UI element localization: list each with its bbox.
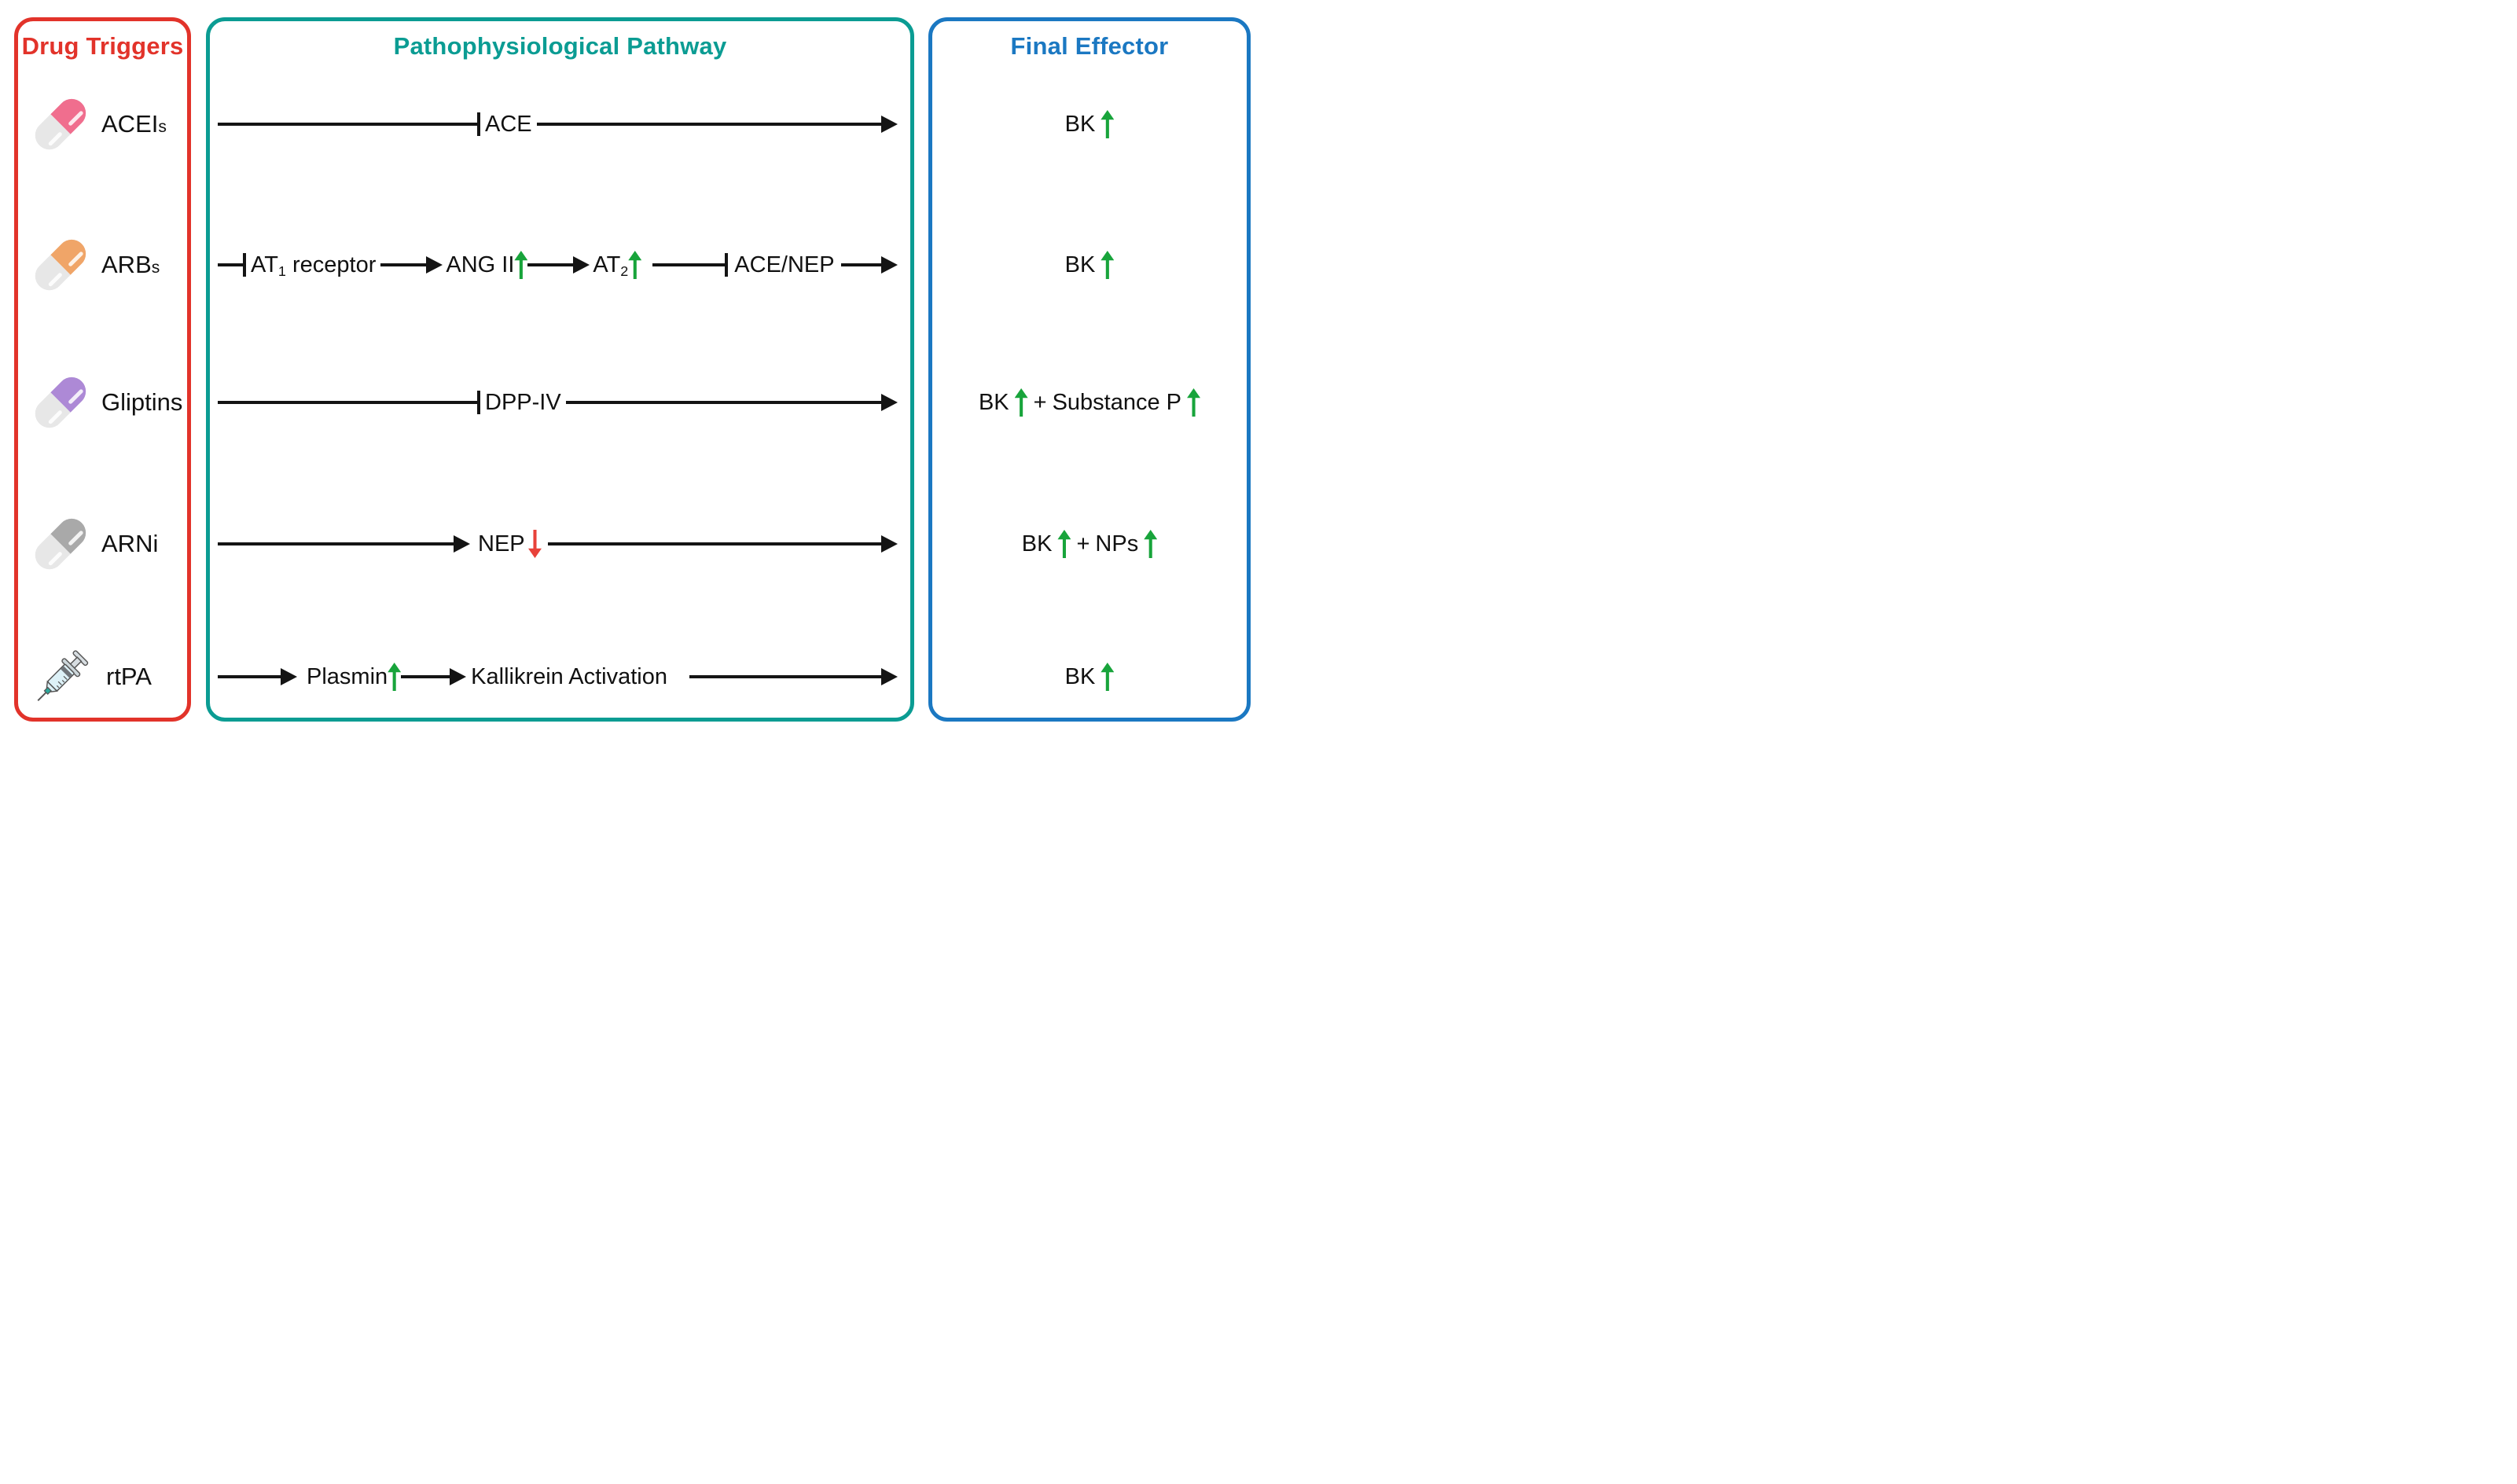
node-dpp4: DPP-IV <box>485 389 561 415</box>
line <box>380 263 427 266</box>
increase-arrow-icon <box>1057 530 1071 558</box>
arrowhead-right-icon <box>881 116 898 133</box>
line <box>840 263 881 266</box>
line <box>536 123 881 126</box>
plus-sign: + <box>1076 531 1090 556</box>
orange-capsule-icon <box>29 233 92 296</box>
line <box>652 263 726 266</box>
increase-arrow-icon <box>1014 388 1028 417</box>
final-effector-title: Final Effector <box>1010 32 1169 60</box>
increase-arrow-icon <box>628 251 642 279</box>
arrowhead-right-icon <box>454 535 470 553</box>
pathway-row-plasmin: Plasmin Kallikrein Activation <box>218 659 898 694</box>
inhibit-bar-icon <box>477 112 480 136</box>
pathway-title: Pathophysiological Pathway <box>393 32 727 60</box>
pathway-row-dpp4: DPP-IV <box>218 385 898 420</box>
drug-row-arni: ARNi <box>29 509 159 579</box>
effector-bk: BK <box>1064 252 1096 277</box>
line <box>547 542 881 545</box>
effector-nps: NPs <box>1095 531 1139 556</box>
increase-arrow-icon <box>1100 663 1115 691</box>
node-ang2: ANG II <box>446 252 515 277</box>
drug-label-arbs: ARBs <box>101 251 160 278</box>
arrowhead-right-icon <box>281 668 297 685</box>
arrowhead-right-icon <box>881 668 898 685</box>
line <box>218 263 243 266</box>
decrease-arrow-icon <box>528 530 542 558</box>
effector-row-3: BK + Substance P <box>932 383 1247 422</box>
arrowhead-right-icon <box>426 256 443 274</box>
arrowhead-right-icon <box>881 256 898 274</box>
arrowhead-right-icon <box>881 535 898 553</box>
line <box>218 123 477 126</box>
purple-capsule-icon <box>29 371 92 434</box>
pathway-row-nep: NEP <box>218 527 898 561</box>
node-ace: ACE <box>485 111 532 137</box>
gray-capsule-icon <box>29 512 92 575</box>
drug-row-rtpa: rtPA <box>32 641 152 712</box>
drug-row-arbs: ARBs <box>29 230 160 300</box>
syringe-icon <box>37 650 89 701</box>
node-kallikrein: Kallikrein Activation <box>471 663 667 689</box>
node-plasmin: Plasmin <box>307 663 388 689</box>
increase-arrow-icon <box>388 663 402 691</box>
node-at1-receptor: AT1 receptor <box>251 252 377 279</box>
effector-bk: BK <box>1064 111 1096 137</box>
line <box>218 401 477 404</box>
increase-arrow-icon <box>1100 251 1115 279</box>
effector-substance-p: Substance P <box>1052 389 1182 415</box>
line <box>401 675 450 678</box>
drug-label-gliptins: Gliptins <box>101 388 183 416</box>
line <box>565 401 881 404</box>
drug-triggers-panel: Drug Triggers ACEIs ARBs Gliptins ARNi <box>14 17 191 722</box>
pathway-row-arb: AT1 receptor ANG II AT2 ACE/NEP <box>218 248 898 282</box>
pathway-panel: Pathophysiological Pathway ACE AT1 recep… <box>206 17 914 722</box>
increase-arrow-icon <box>1187 388 1201 417</box>
line <box>218 675 281 678</box>
inhibit-bar-icon <box>243 253 246 277</box>
effector-bk: BK <box>1021 531 1053 556</box>
plus-sign: + <box>1033 389 1047 415</box>
effector-row-4: BK + NPs <box>932 524 1247 564</box>
inhibit-bar-icon <box>725 253 729 277</box>
drug-triggers-title: Drug Triggers <box>21 32 184 60</box>
arrowhead-right-icon <box>573 256 590 274</box>
effector-row-1: BK <box>932 105 1247 144</box>
final-effector-panel: Final Effector BK BK BK + Substance P BK… <box>928 17 1251 722</box>
drug-row-aceis: ACEIs <box>29 89 167 160</box>
drug-label-aceis: ACEIs <box>101 110 167 138</box>
effector-bk: BK <box>978 389 1009 415</box>
line <box>218 542 454 545</box>
node-at2: AT2 <box>593 252 629 279</box>
increase-arrow-icon <box>1144 530 1158 558</box>
effector-bk: BK <box>1064 663 1096 689</box>
drug-label-rtpa: rtPA <box>106 663 152 690</box>
increase-arrow-icon <box>514 251 528 279</box>
node-acenep: ACE/NEP <box>734 252 835 277</box>
effector-row-5: BK <box>932 657 1247 696</box>
figure-canvas: Drug Triggers ACEIs ARBs Gliptins ARNi <box>0 0 1258 742</box>
pink-capsule-icon <box>29 93 92 156</box>
arrowhead-right-icon <box>881 394 898 411</box>
drug-row-gliptins: Gliptins <box>29 367 183 438</box>
drug-label-arni: ARNi <box>101 530 159 557</box>
increase-arrow-icon <box>1100 110 1115 138</box>
line <box>689 675 881 678</box>
inhibit-bar-icon <box>477 391 480 414</box>
pathway-row-ace: ACE <box>218 107 898 141</box>
line <box>527 263 574 266</box>
effector-row-2: BK <box>932 245 1247 285</box>
arrowhead-right-icon <box>450 668 467 685</box>
node-nep: NEP <box>478 531 525 556</box>
